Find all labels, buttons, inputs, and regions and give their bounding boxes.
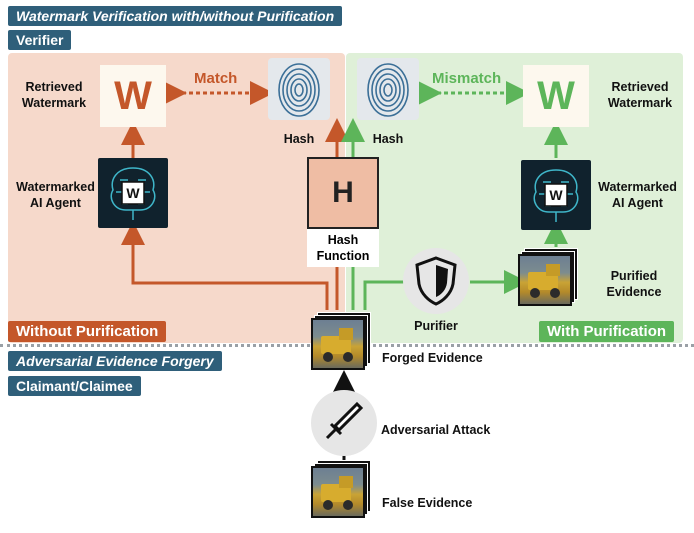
- watermark-box-right: W: [523, 65, 589, 127]
- agent-label-left: Watermarked AI Agent: [16, 180, 95, 210]
- watermark-box-left: W: [100, 65, 166, 127]
- hash-label-right: Hash: [372, 132, 404, 146]
- adversarial-attack-label: Adversarial Attack: [381, 423, 491, 437]
- retrieved-watermark-label-right: Retrieved Watermark: [607, 80, 673, 110]
- purifier-label: Purifier: [414, 319, 458, 333]
- claimant-tag: Claimant/Claimee: [8, 376, 141, 396]
- retrieved-watermark-label-left: Retrieved Watermark: [21, 80, 87, 110]
- evidence-to-purifier-line: [363, 280, 405, 310]
- false-evidence-label: False Evidence: [382, 496, 473, 510]
- without-purification-tag: Without Purification: [8, 321, 167, 342]
- with-purification-tag: With Purification: [539, 321, 675, 342]
- purifier-shield-icon: [403, 248, 469, 314]
- forgery-tag: Adversarial Evidence Forgery: [8, 351, 222, 371]
- title-tag: Watermark Verification with/without Puri…: [8, 6, 343, 26]
- agent-w-letter-right: W: [549, 187, 563, 203]
- hash-label-left: Hash: [283, 132, 315, 146]
- forged-evidence-image: [311, 312, 371, 370]
- agent-w-letter-left: W: [126, 185, 140, 201]
- hash-function-label: Hash Function: [307, 229, 379, 267]
- purified-evidence-image: [518, 248, 578, 306]
- verifier-tag: Verifier: [8, 30, 72, 50]
- match-label: Match: [194, 70, 238, 87]
- sword-icon: [311, 390, 377, 456]
- fingerprint-icon-right: [357, 58, 419, 120]
- fingerprint-icon-left: [268, 58, 330, 120]
- agent-label-right: Watermarked AI Agent: [598, 180, 677, 210]
- ai-agent-brain-icon-right: W: [521, 160, 591, 230]
- evidence-to-agent-line-left: [121, 221, 329, 310]
- hash-box: H: [307, 157, 379, 229]
- ai-agent-brain-icon-left: W: [98, 158, 168, 228]
- false-evidence-image: [311, 460, 371, 518]
- mismatch-label: Mismatch: [432, 70, 502, 87]
- purified-evidence-label: Purified Evidence: [606, 269, 662, 299]
- forged-evidence-label: Forged Evidence: [382, 351, 483, 365]
